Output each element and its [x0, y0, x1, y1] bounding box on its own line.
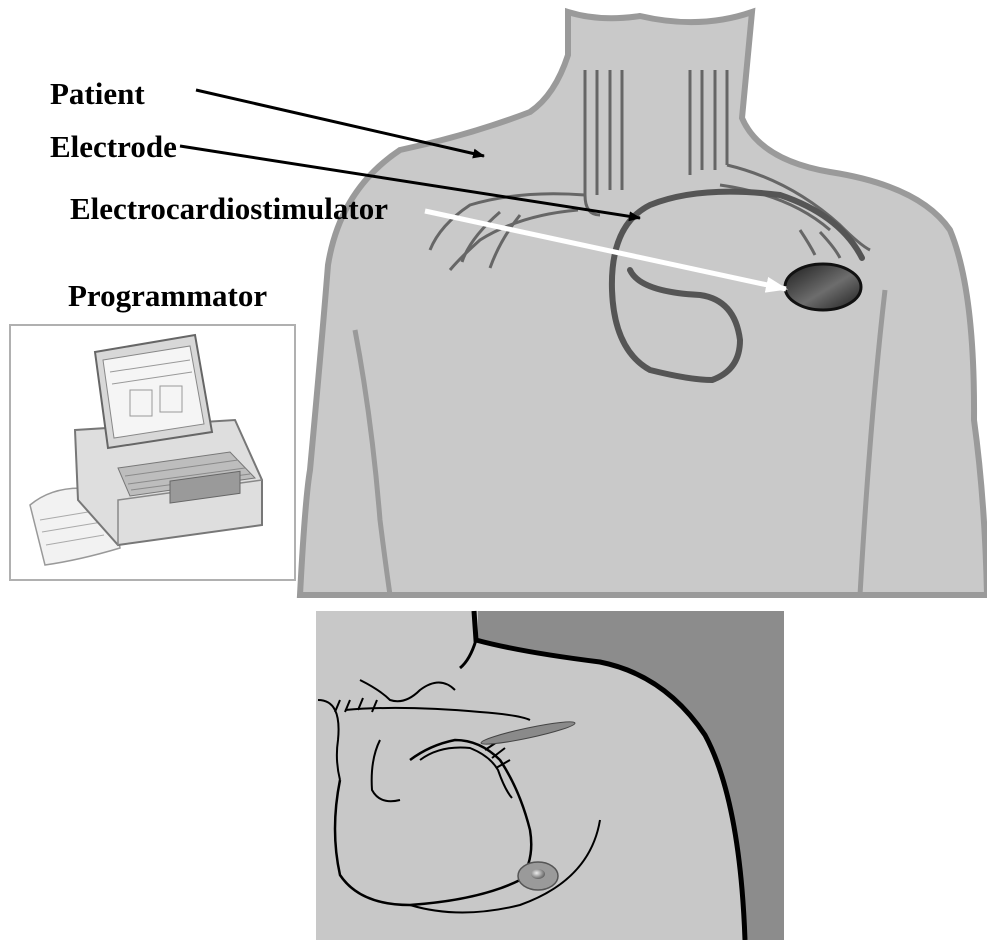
patient-torso [300, 12, 987, 595]
electrode-label: Electrode [50, 131, 177, 162]
electrocardiostimulator-label: Electrocardiostimulator [70, 193, 388, 224]
patient-pointer-arrow [196, 90, 484, 156]
programmator-label: Programmator [68, 280, 267, 311]
electrocardiostimulator-device [785, 264, 861, 310]
patient-label: Patient [50, 78, 145, 109]
programmator-image [10, 325, 295, 580]
implant-site-panel [316, 611, 784, 940]
